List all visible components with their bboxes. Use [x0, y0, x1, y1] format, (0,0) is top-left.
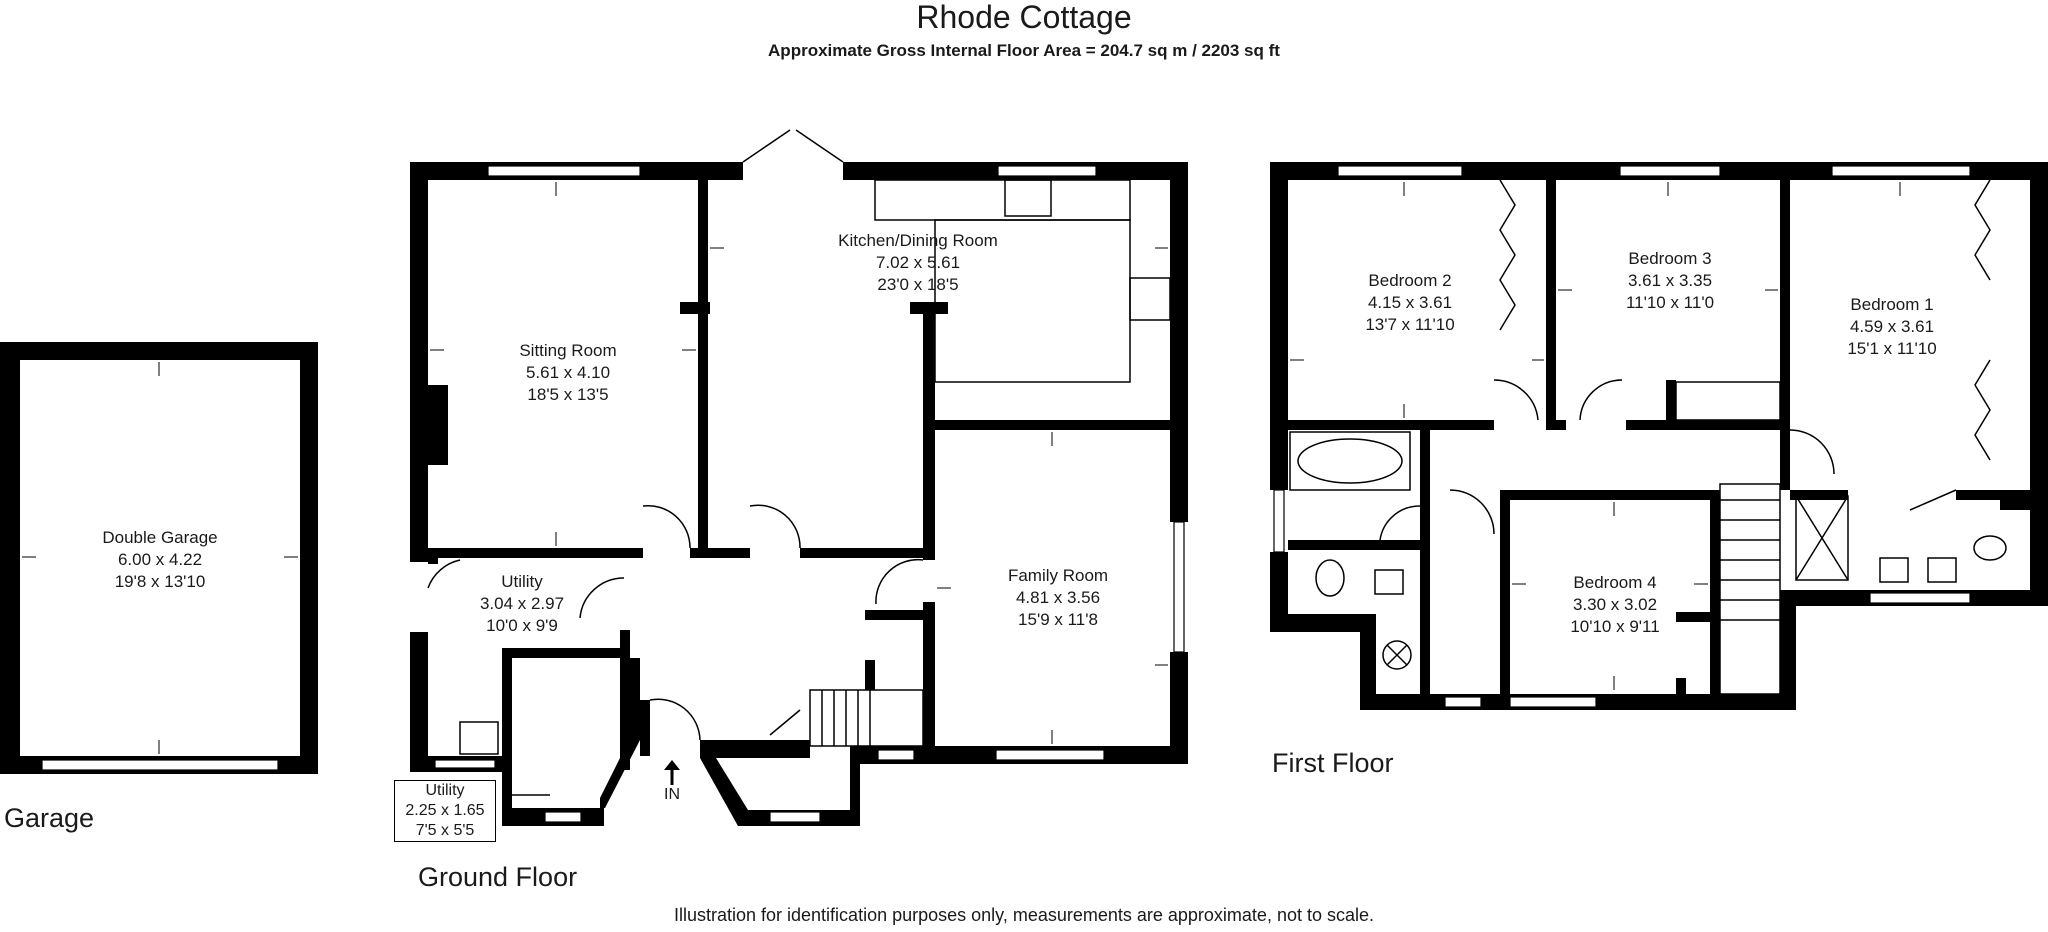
room-imperial: 10'10 x 9'11: [1570, 617, 1660, 636]
room-metric: 4.81 x 3.56: [1015, 588, 1101, 607]
room-metric: 6.00 x 4.22: [117, 550, 203, 569]
room-name: Bedroom 1: [1850, 295, 1934, 314]
room-imperial: 19'8 x 13'10: [114, 572, 206, 591]
room-metric: 4.15 x 3.61: [1367, 293, 1453, 312]
room-bedroom-1: Bedroom 1 4.59 x 3.61 15'1 x 11'10: [1812, 294, 1972, 360]
garage-plan: [0, 342, 318, 774]
room-imperial: 7'5 x 5'5: [415, 822, 475, 839]
room-metric: 4.59 x 3.61: [1849, 317, 1935, 336]
entrance-label: IN: [664, 786, 680, 803]
room-name: Utility: [501, 572, 543, 591]
room-imperial: 11'10 x 11'0: [1625, 293, 1715, 312]
room-metric: 7.02 x 5.61: [875, 253, 961, 272]
room-metric: 5.61 x 4.10: [525, 363, 611, 382]
room-name: Utility: [425, 782, 465, 799]
room-double-garage: Double Garage 6.00 x 4.22 19'8 x 13'10: [60, 527, 260, 593]
room-utility: Utility 3.04 x 2.97 10'0 x 9'9: [442, 571, 602, 637]
room-bedroom-2: Bedroom 2 4.15 x 3.61 13'7 x 11'10: [1330, 270, 1490, 336]
room-metric: 3.30 x 3.02: [1572, 595, 1658, 614]
room-imperial: 15'9 x 11'8: [1018, 610, 1098, 629]
floor-label-first: First Floor: [1272, 748, 1394, 778]
room-metric: 2.25 x 1.65: [405, 802, 485, 819]
first-floor-plan: [1270, 162, 2048, 710]
room-metric: 3.04 x 2.97: [479, 594, 565, 613]
room-imperial: 18'5 x 13'5: [527, 385, 609, 404]
disclaimer-footer: Illustration for identification purposes…: [673, 905, 1375, 925]
room-imperial: 15'1 x 11'10: [1847, 339, 1937, 358]
room-name: Family Room: [1007, 566, 1109, 585]
room-imperial: 10'0 x 9'9: [486, 616, 558, 635]
ground-floor-plan: [410, 129, 1188, 826]
room-metric: 3.61 x 3.35: [1627, 271, 1713, 290]
room-name: Double Garage: [102, 528, 218, 547]
room-family-room: Family Room 4.81 x 3.56 15'9 x 11'8: [958, 565, 1158, 631]
page-title: Rhode Cottage: [916, 0, 1132, 35]
room-name: Sitting Room: [519, 341, 617, 360]
room-name: Bedroom 3: [1628, 249, 1712, 268]
room-name: Bedroom 2: [1368, 271, 1452, 290]
floor-area-subtitle: Approximate Gross Internal Floor Area = …: [768, 41, 1280, 60]
room-imperial: 23'0 x 18'5: [877, 275, 959, 294]
room-bedroom-4: Bedroom 4 3.30 x 3.02 10'10 x 9'11: [1535, 572, 1695, 638]
room-imperial: 13'7 x 11'10: [1365, 315, 1455, 334]
room-sitting-room: Sitting Room 5.61 x 4.10 18'5 x 13'5: [468, 340, 668, 406]
floor-label-garage: Garage: [4, 803, 95, 833]
room-name: Bedroom 4: [1573, 573, 1657, 592]
room-bedroom-3: Bedroom 3 3.61 x 3.35 11'10 x 11'0: [1590, 248, 1750, 314]
room-name: Kitchen/Dining Room: [838, 231, 998, 250]
floor-label-ground: Ground Floor: [418, 862, 578, 892]
room-kitchen-dining: Kitchen/Dining Room 7.02 x 5.61 23'0 x 1…: [818, 230, 1018, 296]
room-utility-small: Utility 2.25 x 1.65 7'5 x 5'5: [394, 780, 496, 842]
